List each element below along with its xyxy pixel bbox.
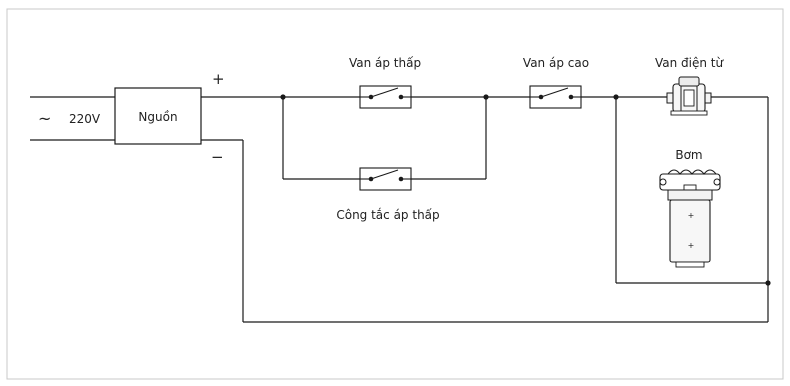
low-pressure-switch-label: Công tắc áp thấp <box>336 208 439 222</box>
pump-icon <box>659 169 721 268</box>
low-pressure-switch <box>359 167 412 191</box>
junction-dot <box>280 94 286 100</box>
junction-dot <box>613 94 619 100</box>
junction-dot <box>765 280 771 286</box>
high-pressure-valve-label: Van áp cao <box>523 56 589 70</box>
minus-terminal-label: − <box>211 148 224 166</box>
pump-plus-1: + <box>688 211 695 220</box>
solenoid-valve-label: Van điện từ <box>655 56 725 70</box>
ac-symbol: ~ <box>38 109 51 128</box>
high-pressure-valve-switch <box>529 85 582 109</box>
low-pressure-valve-switch <box>359 85 412 109</box>
solenoid-valve-icon <box>666 76 712 116</box>
pump-label: Bơm <box>675 148 702 162</box>
plus-terminal-label: + <box>212 70 225 88</box>
power-supply-label: Nguồn <box>138 110 177 124</box>
junction-dot <box>483 94 489 100</box>
voltage-label: 220V <box>69 112 101 126</box>
diagram-frame <box>6 8 784 380</box>
low-pressure-valve-label: Van áp thấp <box>349 56 421 70</box>
pump-plus-2: + <box>688 241 695 250</box>
power-supply-box <box>114 87 202 145</box>
